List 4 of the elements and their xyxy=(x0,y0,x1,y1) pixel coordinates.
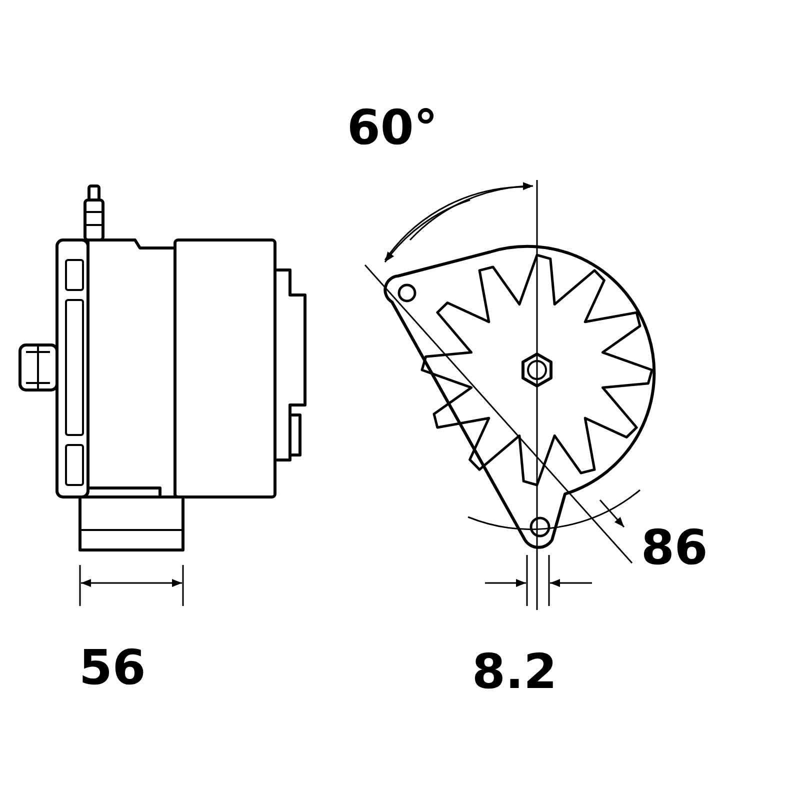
dimension-label: 86 xyxy=(641,524,708,572)
dimension-label: 60° xyxy=(347,104,438,152)
dimension-label: 56 xyxy=(79,644,146,692)
dimension-label: 8.2 xyxy=(472,648,558,696)
